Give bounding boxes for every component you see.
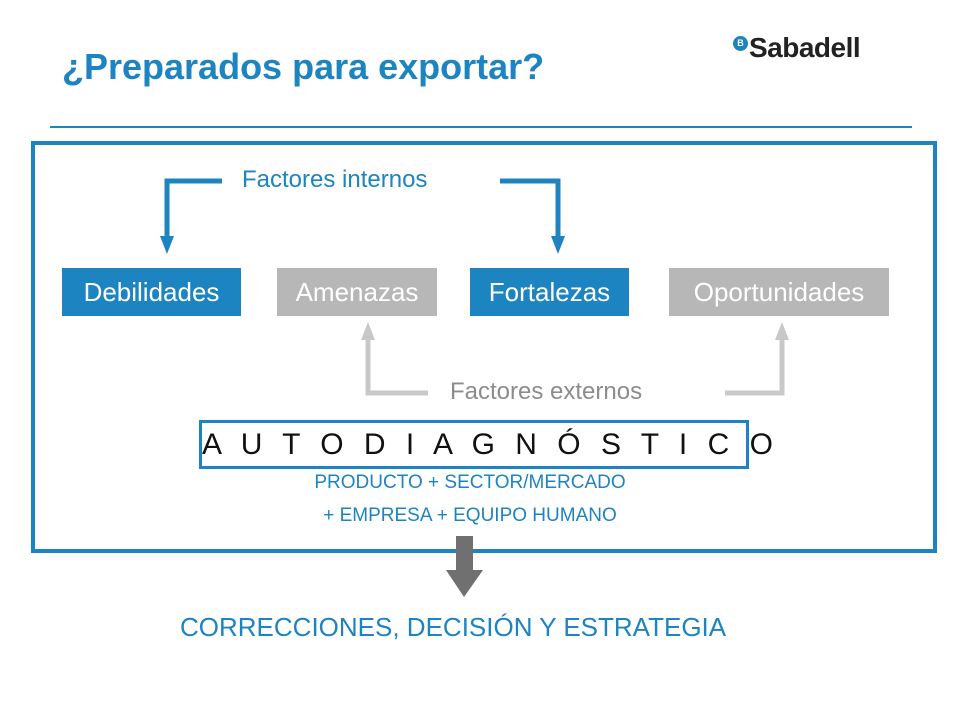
logo-mark-icon: B	[733, 35, 748, 51]
internal-connector-left	[164, 178, 222, 236]
box-fortalezas: Fortalezas	[470, 268, 629, 316]
sabadell-logo: B Sabadell	[733, 32, 861, 64]
internal-connector-right	[500, 178, 561, 236]
components-line-2: + EMPRESA + EQUIPO HUMANO	[323, 505, 617, 526]
arrowhead-fortalezas-icon	[551, 236, 565, 254]
page-title: ¿Preparados para exportar?	[62, 46, 545, 87]
title-divider	[50, 126, 912, 128]
logo-text: Sabadell	[749, 32, 861, 63]
factors-internal-label: Factores internos	[242, 166, 428, 193]
box-debilidades: Debilidades	[62, 268, 241, 316]
arrowhead-debilidades-icon	[160, 236, 174, 254]
conclusion-text: CORRECCIONES, DECISIÓN Y ESTRATEGIA	[180, 612, 727, 642]
factors-external-label: Factores externos	[450, 378, 643, 405]
box-oportunidades: Oportunidades	[669, 268, 889, 316]
external-connector-left	[365, 340, 428, 396]
arrowhead-amenazas-icon	[361, 322, 375, 340]
box-amenazas: Amenazas	[277, 268, 437, 316]
components-line-1: PRODUCTO + SECTOR/MERCADO	[314, 472, 626, 493]
diagram-frame	[31, 141, 937, 553]
external-connector-right	[725, 340, 785, 396]
self-diagnosis-box: A U T O D I A G N Ó S T I C O	[199, 420, 773, 469]
arrowhead-oportunidades-icon	[775, 322, 789, 340]
